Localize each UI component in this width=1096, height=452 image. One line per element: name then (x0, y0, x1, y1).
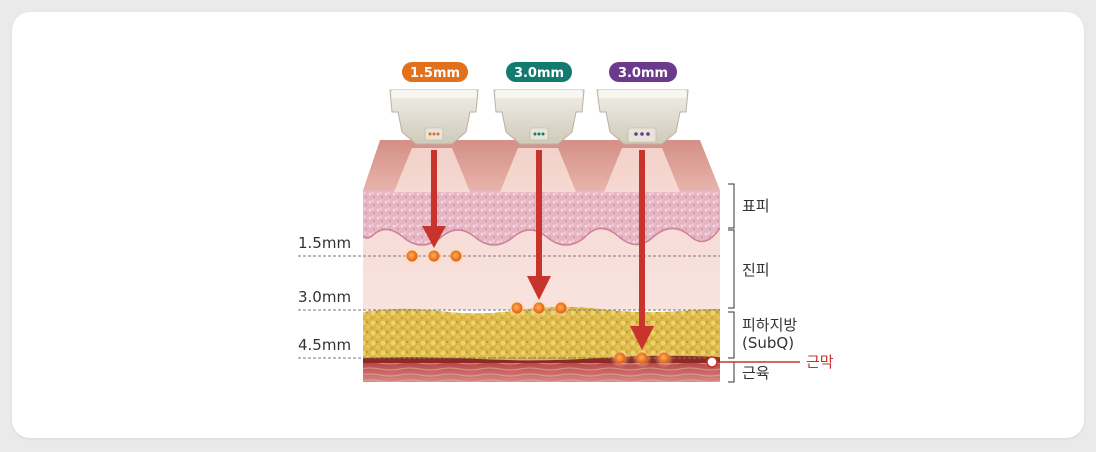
bracket-muscle (728, 361, 735, 383)
bracket-epidermis (728, 183, 735, 229)
depth-label-3: 4.5mm (298, 336, 351, 354)
label-subq-line2: (SubQ) (742, 334, 794, 352)
probe-label-2-text: 3.0mm (514, 66, 564, 81)
label-dermis: 진피 (742, 261, 770, 279)
layer-brackets (728, 183, 735, 383)
depth-label-1: 1.5mm (298, 234, 351, 252)
focal-group-1 (402, 246, 466, 266)
probe-label-1: 1.5mm (402, 62, 468, 82)
depth-label-2: 3.0mm (298, 288, 351, 306)
energy-arrows (422, 150, 654, 350)
probe-label-2: 3.0mm (506, 62, 572, 82)
fascia-callout: 근막 (706, 353, 834, 371)
arrow-1 (422, 150, 446, 248)
bracket-subq (728, 311, 735, 359)
label-subq-line1: 피하지방 (742, 316, 797, 334)
subq-fat-layer (363, 306, 720, 360)
arrow-3 (630, 150, 654, 350)
focal-group-2 (507, 298, 571, 318)
focal-group-3 (610, 348, 674, 368)
label-fascia: 근막 (806, 353, 834, 371)
bracket-dermis (728, 229, 735, 309)
focal-points (402, 246, 674, 368)
probe-label-3: 3.0mm (609, 62, 677, 82)
label-muscle: 근육 (742, 364, 770, 382)
label-epidermis: 표피 (742, 197, 770, 215)
probe-1 (389, 89, 479, 145)
arrow-2 (527, 150, 551, 300)
probe-label-3-text: 3.0mm (618, 66, 668, 81)
probe-label-1-text: 1.5mm (410, 66, 460, 81)
probe-3 (596, 89, 689, 145)
probe-2 (493, 89, 585, 145)
